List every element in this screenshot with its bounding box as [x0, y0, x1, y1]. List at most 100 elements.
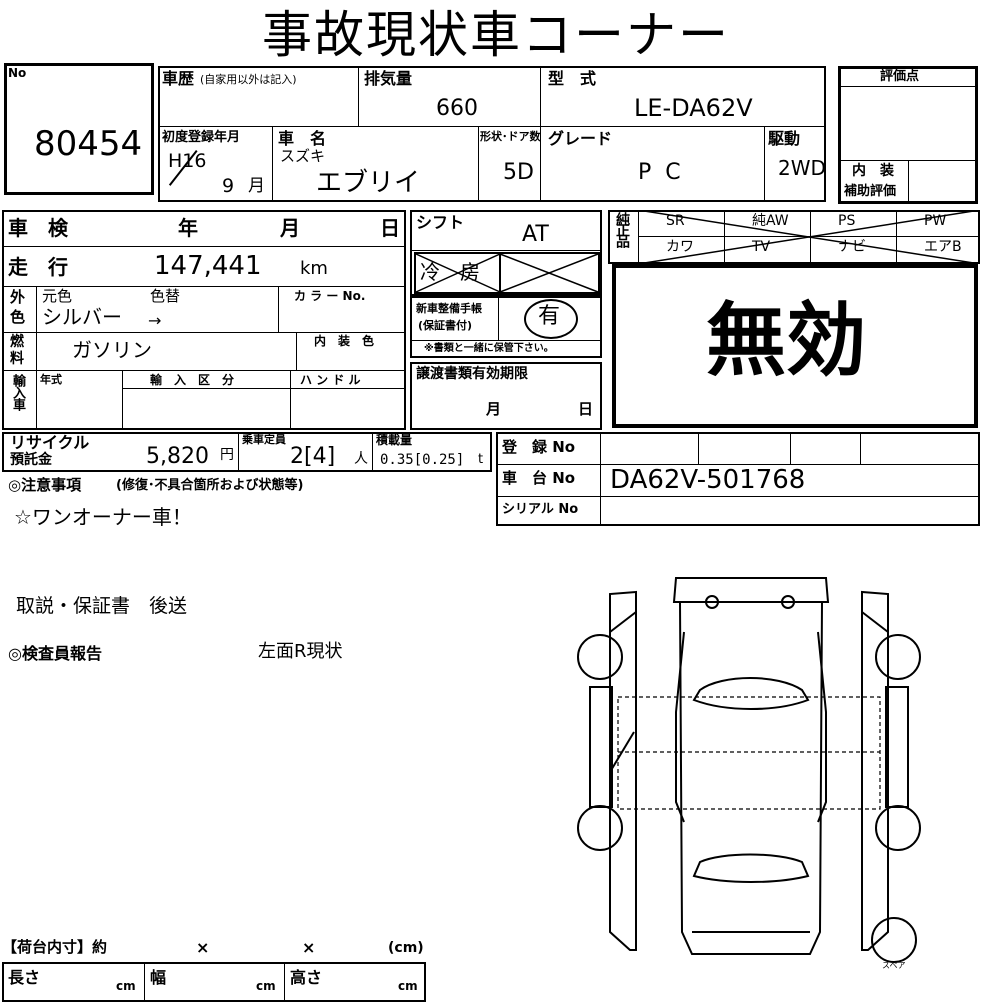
shaken-month-label: 月: [280, 216, 300, 240]
car-name: エブリイ: [316, 168, 421, 198]
recycle-label-1: リサイクル: [10, 433, 90, 452]
cargo-height-label: 高さ: [290, 968, 323, 987]
chassis-value: DA62V-501768: [610, 465, 806, 495]
ac-label: 冷 房: [420, 260, 480, 284]
orig-color-label: 元色: [42, 287, 73, 305]
shift-label: シフト: [416, 213, 465, 232]
equipment-item-bottom: エアB: [924, 239, 962, 255]
load-value: 0.35[0.25]: [380, 452, 465, 468]
recycle-value: 5,820: [146, 444, 209, 469]
car-damage-diagram: [577, 577, 921, 963]
capacity-unit: 人: [354, 451, 368, 467]
fees-grid: [2, 432, 492, 472]
maker: スズキ: [280, 147, 326, 165]
transfer-day: 日: [578, 400, 594, 418]
equipment-item-top: 純AW: [752, 213, 789, 229]
displacement-value: 660: [436, 96, 478, 121]
model-year-label: 年式: [40, 373, 62, 386]
cargo-title: 【荷台内寸】約: [2, 938, 108, 956]
ac-crossout: [414, 252, 600, 294]
transfer-box: [410, 362, 602, 430]
reg-no-label: 登 録 No: [502, 438, 576, 456]
manual-note-text: 取説・保証書 後送: [16, 595, 188, 617]
inspector-label: ◎検査員報告: [8, 644, 102, 663]
body-label: 形状･ドア数: [480, 130, 541, 143]
manual-note: ※書類と一緒に保管下さい。: [424, 343, 554, 354]
load-unit: t: [478, 452, 484, 467]
capacity-value: 2[4]: [290, 444, 336, 469]
page-title: 事故現状車コーナー: [262, 6, 730, 64]
ext-color-label-1: 外: [10, 288, 26, 306]
shaken-day-label: 日: [380, 216, 400, 240]
shift-value: AT: [522, 222, 549, 247]
equipment-item-top: PS: [838, 213, 856, 229]
cargo-length-label: 長さ: [8, 968, 41, 987]
orig-color-value: シルバー: [42, 305, 122, 329]
capacity-label: 乗車定員: [242, 433, 286, 446]
grade-label: グレード: [548, 129, 613, 148]
equipment-crossout: [638, 210, 980, 264]
manual-box: [410, 296, 602, 358]
mileage-value: 147,441: [154, 251, 262, 281]
first-reg-month-unit: 月: [248, 176, 265, 196]
recycle-unit: 円: [220, 447, 234, 463]
equipment-label: 純正品: [614, 212, 630, 245]
mileage-label: 走 行: [8, 255, 68, 279]
model-label: 型 式: [548, 69, 597, 88]
stamp-box: [612, 264, 978, 428]
handle-label: ハ ン ド ル: [300, 373, 361, 387]
equipment-item-bottom: TV: [752, 239, 771, 255]
equipment-item-bottom: カワ: [666, 239, 694, 255]
cargo-unit: (cm): [388, 940, 424, 956]
cargo-height-unit: cm: [398, 979, 418, 993]
inspector-text: 左面R現状: [258, 641, 343, 662]
chassis-label: 車 台 No: [502, 469, 576, 487]
inspection-grid: [2, 210, 406, 430]
transfer-month: 月: [486, 400, 502, 418]
model-value: LE-DA62V: [634, 94, 753, 122]
first-reg-month: 9: [222, 175, 235, 197]
shift-box: [410, 210, 602, 296]
import-label: 輸入車: [10, 374, 25, 410]
repaint-value: →: [148, 311, 162, 330]
equipment-item-top: SR: [666, 213, 685, 229]
repaint-label: 色替: [150, 287, 181, 305]
color-no-label: カ ラ ー No.: [294, 289, 366, 303]
caution-text: ☆ワンオーナー車！: [14, 505, 192, 529]
shaken-label: 車 検: [8, 216, 68, 240]
equipment-grid: [608, 210, 980, 264]
cargo-width-unit: cm: [256, 979, 276, 993]
registration-grid: [496, 432, 980, 526]
serial-label: シリアル No: [502, 502, 579, 517]
caution-label: ◎注意事項: [8, 476, 82, 494]
caution-note: (修復･不具合箇所および状態等): [116, 478, 304, 493]
equipment-item-bottom: ナビ: [838, 239, 866, 255]
car-name-label: 車 名: [278, 129, 327, 148]
recycle-label-2: 預託金: [10, 452, 52, 468]
drive-value: 2WD: [778, 156, 826, 180]
stock-no-label: No: [8, 66, 27, 80]
interior-score-label: 内 装: [852, 163, 894, 179]
manual-value-circle: [524, 299, 578, 339]
cargo-width-label: 幅: [150, 968, 167, 987]
spare-label: スペア: [882, 961, 906, 970]
cargo-length-unit: cm: [116, 979, 136, 993]
cargo-grid: [2, 962, 426, 1002]
aux-score-label: 補助評価: [844, 184, 897, 199]
history-label: 車歴: [162, 69, 195, 88]
first-reg-label: 初度登録年月: [162, 130, 241, 145]
load-label: 積載量: [376, 433, 413, 447]
manual-label-2: (保証書付): [418, 319, 473, 332]
manual-label-1: 新車整備手帳: [416, 302, 482, 315]
score-label: 評価点: [880, 69, 920, 84]
ext-color-label-2: 色: [10, 308, 26, 326]
interior-color-label: 内 装 色: [314, 334, 375, 348]
manual-value: 有: [538, 304, 561, 329]
stock-no-value: 80454: [34, 124, 143, 164]
shaken-year-label: 年: [178, 216, 198, 240]
transfer-label: 譲渡書類有効期限: [416, 366, 528, 382]
fuel-label-2: 料: [10, 351, 24, 367]
drive-label: 駆動: [768, 129, 801, 148]
void-stamp: 無効: [706, 293, 866, 387]
fuel-label-1: 燃: [10, 334, 24, 350]
